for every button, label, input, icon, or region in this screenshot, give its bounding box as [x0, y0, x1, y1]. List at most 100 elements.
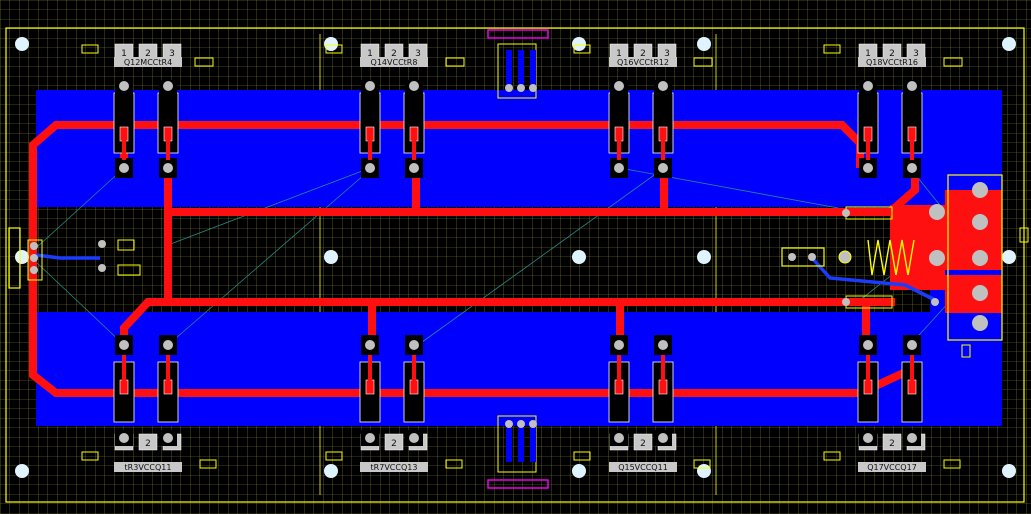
driver-ic-bottom	[487, 415, 549, 489]
pin-number: 3	[169, 49, 175, 59]
pin-pad	[633, 433, 653, 451]
pin-number: 1	[616, 49, 622, 59]
terminal-hole	[972, 285, 988, 301]
pin-number: 2	[640, 49, 646, 59]
pad	[163, 340, 173, 350]
ref-designator: Q14VCCtR8	[371, 58, 418, 67]
mounting-hole	[572, 250, 586, 264]
ref-designator: Q15VCCQ11	[618, 463, 668, 472]
terminal-hole	[972, 250, 988, 266]
driver-ic-top	[487, 29, 549, 99]
pad	[614, 340, 624, 350]
ref-label-bg	[360, 57, 428, 67]
pad	[119, 433, 129, 443]
pad	[365, 81, 375, 91]
mounting-hole	[697, 37, 711, 51]
mounting-hole	[15, 37, 29, 51]
transistor-footprint[interactable]: 321tR3VCCQ11	[113, 335, 182, 472]
connector-j-right	[781, 206, 939, 309]
pin-number: 2	[145, 49, 151, 59]
mounting-hole	[324, 464, 338, 478]
mounting-hole	[324, 37, 338, 51]
output-copper-area	[890, 190, 1002, 290]
terminal-hole	[972, 182, 988, 198]
pad	[409, 81, 419, 91]
pad	[365, 433, 375, 443]
pin-pad	[138, 433, 158, 451]
pad	[907, 81, 917, 91]
mounting-hole	[15, 250, 29, 264]
transistor-footprint[interactable]: 321tR7VCCQ13	[359, 335, 428, 472]
pad	[163, 81, 173, 91]
pad	[365, 340, 375, 350]
pin-number: 2	[145, 439, 151, 449]
mounting-hole	[1002, 250, 1016, 264]
pin-number: 2	[889, 439, 895, 449]
pin-pad	[384, 433, 404, 451]
mounting-hole	[697, 250, 711, 264]
pad	[614, 163, 624, 173]
mounting-hole	[324, 250, 338, 264]
mounting-hole	[572, 464, 586, 478]
pad	[365, 163, 375, 173]
pad	[409, 340, 419, 350]
pin-number: 2	[640, 439, 646, 449]
pad	[409, 163, 419, 173]
output-terminal-block	[929, 174, 1029, 358]
ref-label-bg	[858, 462, 926, 472]
ref-label-bg	[360, 462, 428, 472]
copper-pour-top	[36, 90, 1002, 207]
ref-label-bg	[609, 57, 677, 67]
ref-label-bg	[858, 57, 926, 67]
pad	[119, 163, 129, 173]
pin-number: 1	[121, 49, 127, 59]
mounting-hole	[697, 464, 711, 478]
coil-zigzag	[867, 239, 915, 276]
mounting-hole	[1002, 37, 1016, 51]
ref-label-bg	[609, 462, 677, 472]
pad	[658, 340, 668, 350]
pad	[658, 81, 668, 91]
mounting-hole	[1002, 464, 1016, 478]
transistor-footprint[interactable]: 321Q15VCCQ11	[608, 335, 677, 472]
pad	[658, 163, 668, 173]
pad	[658, 433, 668, 443]
pin-number: 3	[664, 49, 670, 59]
board-outline	[5, 27, 1025, 503]
pad	[163, 163, 173, 173]
pin-number: 1	[367, 49, 373, 59]
silkscreen-small-parts	[81, 44, 963, 469]
copper-pour-bottom	[36, 312, 1002, 426]
terminal-hole	[972, 214, 988, 230]
terminal-hole	[972, 315, 988, 331]
ref-designator: Q16VCCtR12	[617, 58, 669, 67]
ref-designator: Q17VCCQ17	[867, 463, 917, 472]
pin-number: 1	[865, 49, 871, 59]
pad	[409, 433, 419, 443]
ref-designator: Q18VCCtR16	[866, 58, 918, 67]
terminal-hole	[929, 204, 945, 220]
pad	[863, 163, 873, 173]
ref-label-bg	[114, 462, 182, 472]
pin-number: 3	[913, 49, 919, 59]
ref-label-bg	[114, 57, 182, 67]
pin-number: 3	[415, 49, 421, 59]
pad	[614, 433, 624, 443]
ref-designator: tR7VCCQ13	[371, 463, 418, 472]
pin-pad	[882, 433, 902, 451]
mounting-hole	[15, 464, 29, 478]
mounting-hole	[572, 37, 586, 51]
ratsnest-lines	[35, 167, 1001, 346]
pad	[907, 340, 917, 350]
pad	[119, 81, 129, 91]
bottom-transistor-row: 321tR3VCCQ11 321tR7VCCQ13 321Q15VCCQ11 321Q…	[113, 335, 926, 472]
pad	[163, 433, 173, 443]
transistor-footprint[interactable]: 321Q17VCCQ17	[857, 335, 926, 472]
pin-number: 2	[391, 439, 397, 449]
